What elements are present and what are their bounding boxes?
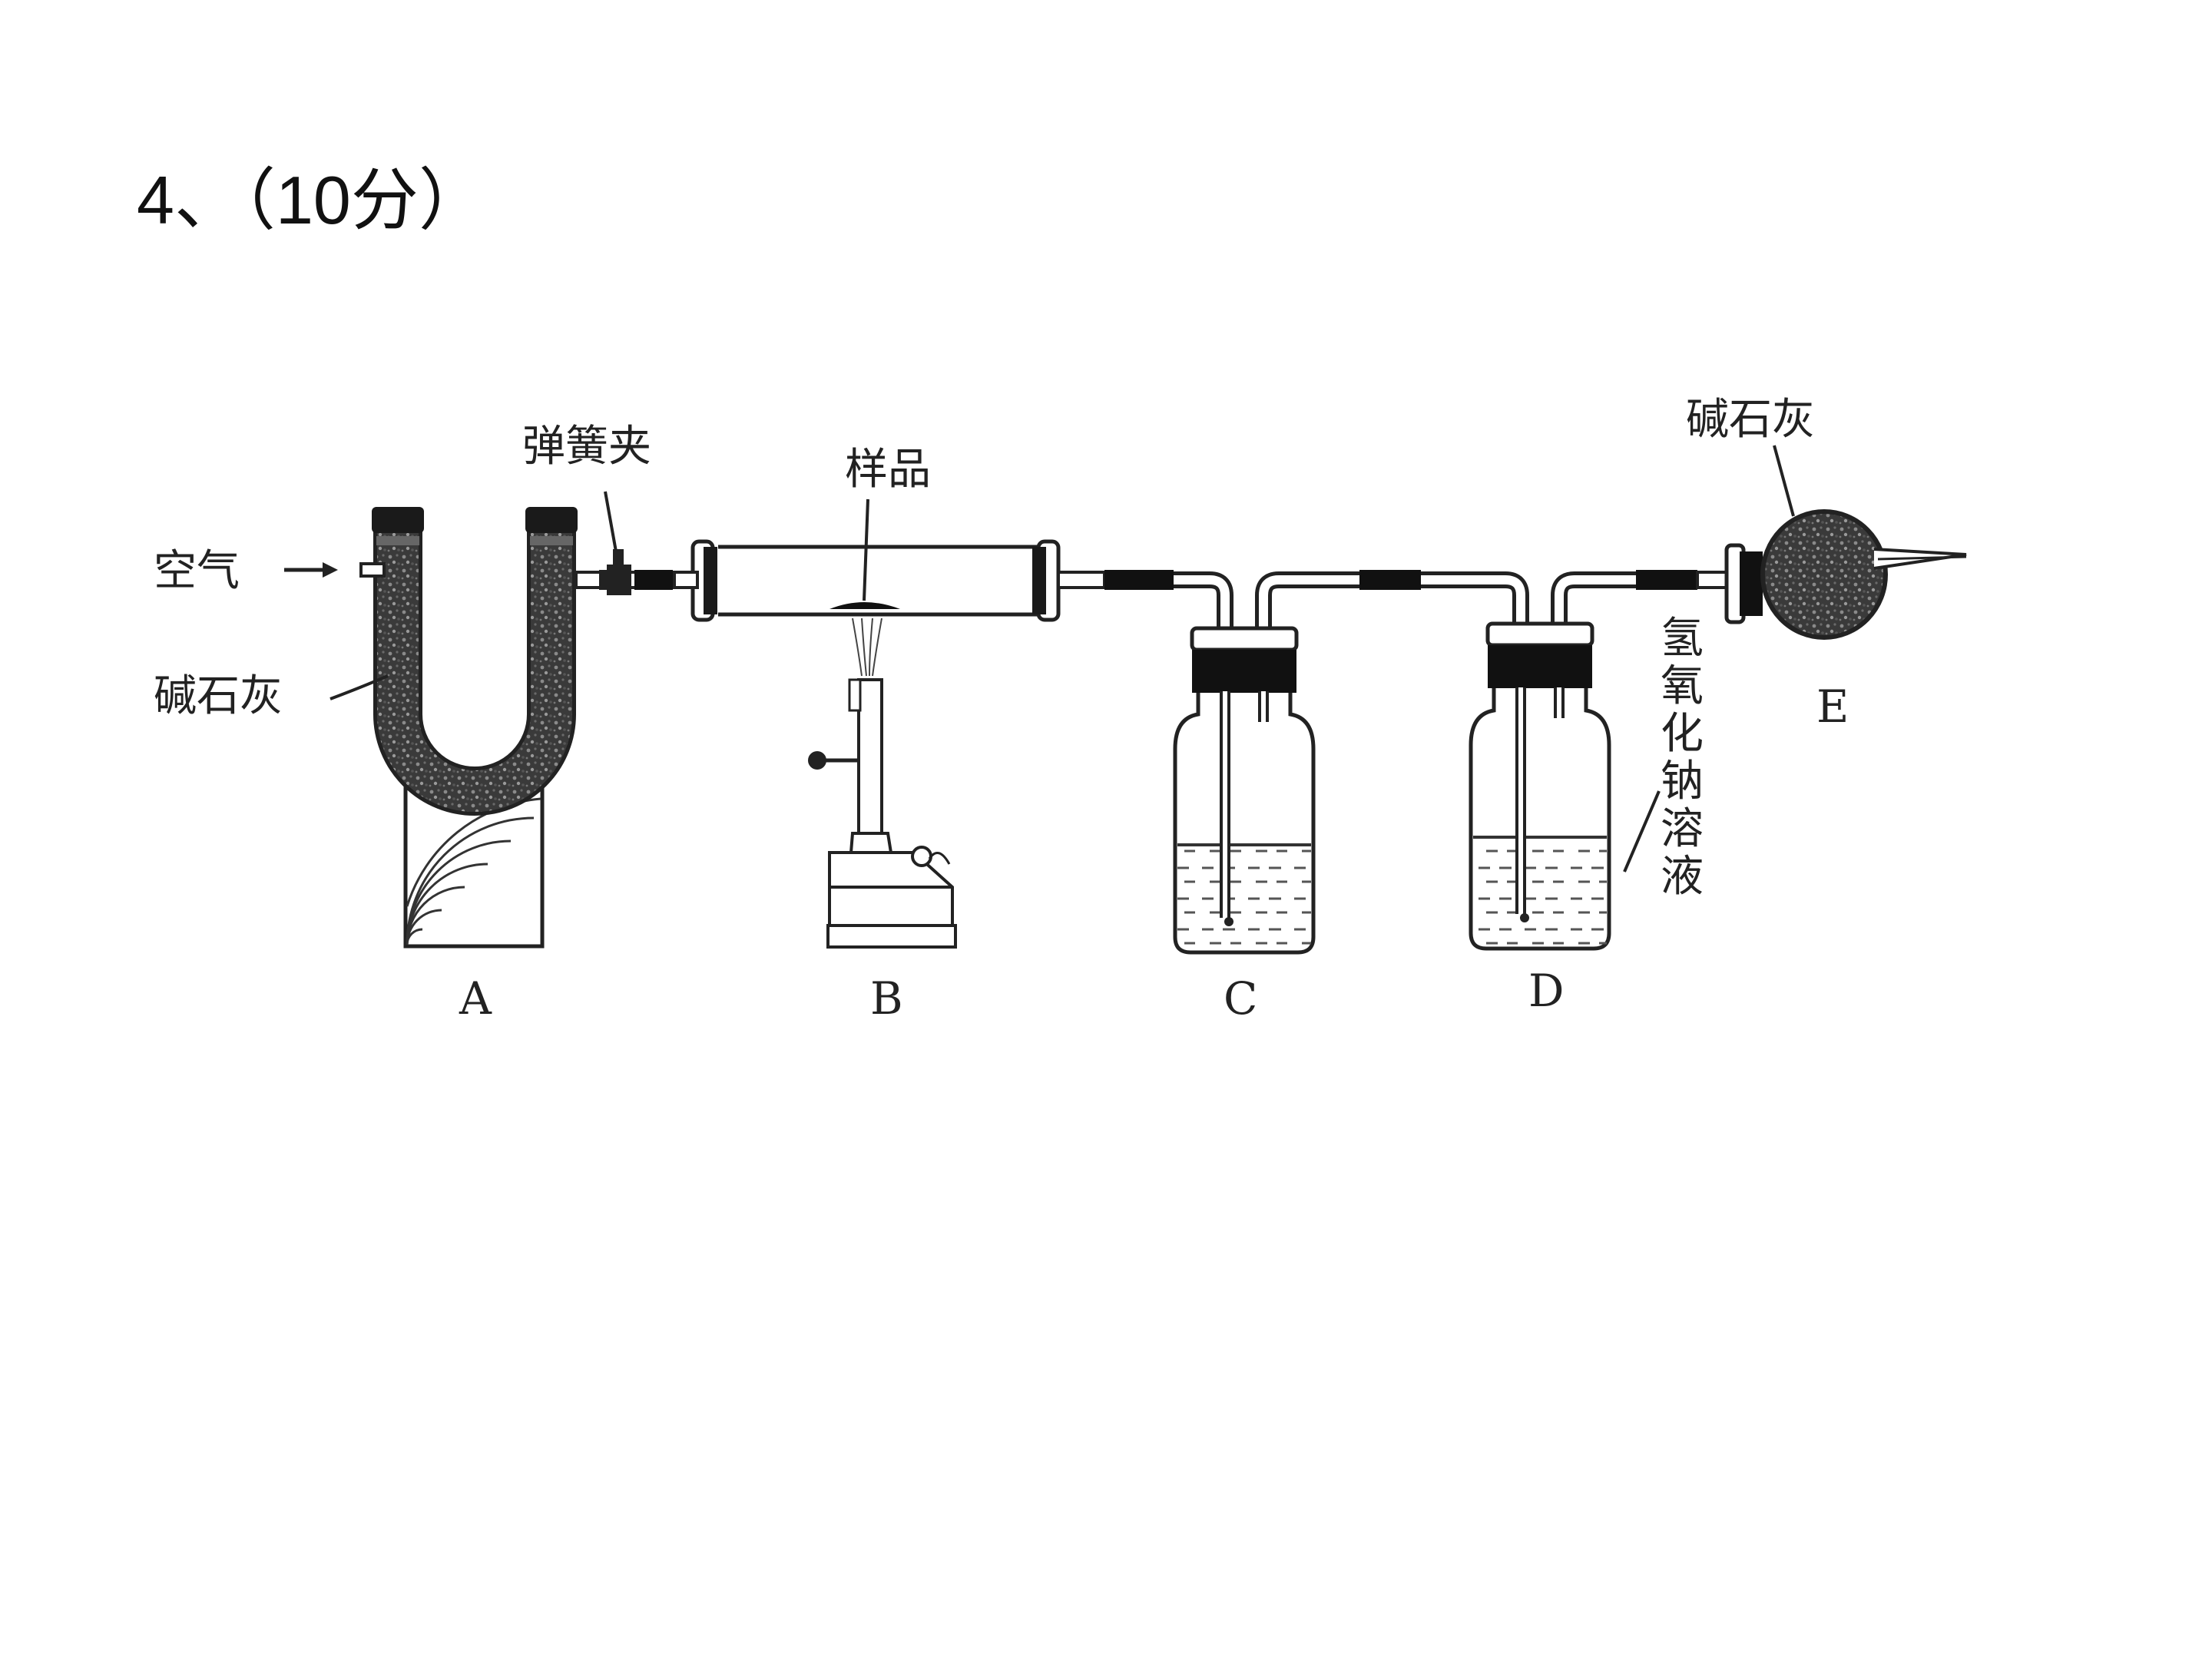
spring-clip (599, 491, 693, 595)
label-apparatus-b: B (870, 972, 903, 1025)
label-naoh-char: 氧 (1661, 661, 1704, 711)
label-apparatus-c: C (1224, 972, 1257, 1025)
question-title: 4、（10分） (137, 162, 486, 238)
label-soda-lime-right: 碱石灰 (1686, 395, 1815, 445)
label-naoh-char: 氢 (1661, 614, 1704, 664)
air-arrow (284, 562, 338, 578)
label-apparatus-a: A (459, 972, 492, 1025)
label-air: 空气 (154, 546, 240, 596)
label-apparatus-e: E (1816, 680, 1849, 733)
label-naoh-char: 钠 (1661, 757, 1704, 806)
label-apparatus-d: D (1528, 965, 1565, 1017)
label-soda-lime-left: 碱石灰 (154, 671, 283, 721)
rubber-tube-de (1636, 570, 1697, 590)
label-spring-clip: 弹簧夹 (522, 422, 651, 472)
rubber-tube-cd (1359, 570, 1421, 590)
label-naoh-char: 液 (1661, 852, 1704, 902)
wash-bottle-c (1173, 571, 1359, 955)
drying-tube-e (1724, 509, 1967, 640)
label-naoh-char: 化 (1661, 709, 1704, 759)
soda-lime-pointer-left (329, 674, 389, 700)
combustion-tube-b (673, 498, 1106, 622)
naoh-bottle-d (1421, 571, 1636, 951)
naoh-pointer (1623, 790, 1661, 873)
rubber-tube-bc (1104, 570, 1174, 590)
burner-b (808, 618, 957, 949)
u-tube-a (359, 507, 608, 949)
label-sample: 样品 (845, 445, 931, 495)
label-naoh-char: 溶 (1661, 804, 1704, 854)
soda-lime-pointer-right (1773, 445, 1795, 517)
